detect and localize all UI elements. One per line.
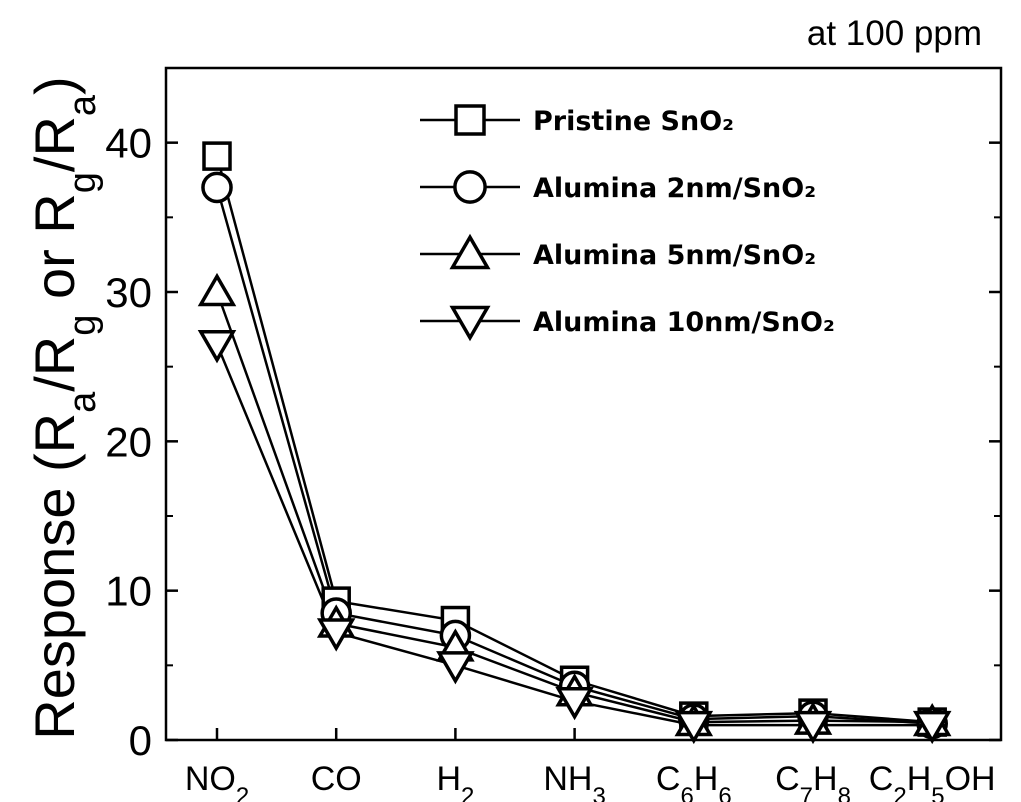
series-1-point-0 [201,171,233,204]
x-tick-label-6-part-3: 5 [931,783,944,802]
legend-marker-0 [454,104,486,136]
x-tick-label-0-part-1: 2 [236,783,249,802]
x-tick-label-6: C2H5OH [869,760,996,802]
y-tick-label-40: 40 [105,120,152,167]
y-label-sub-2: g [62,315,104,336]
series-0-point-0 [202,141,232,171]
x-tick-label-5-part-0: C [775,760,800,798]
series-3-point-3 [555,686,594,721]
x-tick-label-3: NH3 [543,760,605,802]
series-3-point-5 [793,710,833,745]
plot-frame [164,66,1003,742]
y-tick-label-20: 20 [105,418,152,465]
x-tick-label-4-part-3: 6 [718,783,731,802]
y-tick-label-0: 0 [129,717,152,764]
x-tick-label-5-part-3: 8 [838,783,851,802]
x-tick-label-0: NO2 [185,760,249,802]
x-tick-label-5: C7H8 [775,760,851,802]
series-3-point-4 [674,710,714,745]
y-label-sub-4: a [62,94,104,116]
legend-marker-1 [453,170,487,204]
y-label-suffix: ) [23,76,86,95]
x-tick-label-6-part-4: OH [945,760,996,798]
x-tick-label-4: C6H6 [656,760,732,802]
legend-marker-2 [449,233,491,270]
x-tick-label-0-part-0: NO [185,760,236,798]
x-tick-label-5-part-1: 7 [800,783,813,802]
x-tick-label-6-part-1: 2 [893,783,906,802]
series-3-point-6 [912,710,952,745]
y-label-sub-3: g [62,172,104,193]
x-tick-label-1: CO [311,760,362,798]
legend-marker-3 [449,305,491,342]
x-tick-label-2: H2 [436,760,474,802]
x-tick-label-4-part-2: H [694,760,719,798]
x-tick-label-5-part-2: H [813,760,838,798]
y-label-mid-2: or R [23,193,86,314]
series-3-point-1 [316,618,356,652]
x-tick-label-6-part-2: H [907,760,932,798]
x-tick-label-4-part-1: 6 [680,783,693,802]
y-tick-label-10: 10 [105,568,152,615]
legend-label-1: Alumina 2nm/SnO₂ [533,173,816,204]
y-axis-label: Response (Ra/Rg or Rg/Ra) [23,76,104,739]
y-tick-label-30: 30 [105,269,152,316]
x-tick-label-2-part-1: 2 [461,783,474,802]
chart-annotation: at 100 ppm [807,14,982,53]
x-tick-label-1-part-0: CO [311,760,362,798]
series-2-point-0 [197,272,237,307]
series-markers [197,141,952,745]
x-tick-label-4-part-0: C [656,760,681,798]
y-label-prefix: Response (R [23,413,86,740]
legend-label-2: Alumina 5nm/SnO₂ [533,240,816,271]
x-tick-label-6-part-0: C [869,760,894,798]
x-tick-label-3-part-0: NH [543,760,592,798]
series-line-2 [215,291,933,724]
legend: Pristine SnO₂ Alumina 2nm/SnO₂ Alumina 5nm… [420,104,835,342]
y-label-sub-1: a [62,391,104,413]
x-tick-label-2-part-0: H [436,760,461,798]
y-label-mid-1: /R [23,336,86,392]
series-3-point-2 [436,651,475,685]
legend-label-0: Pristine SnO₂ [533,106,734,137]
legend-label-3: Alumina 10nm/SnO₂ [533,307,835,338]
x-tick-label-3-part-1: 3 [592,783,605,802]
series-3-point-0 [197,330,237,364]
y-label-mid-3: /R [23,116,86,172]
